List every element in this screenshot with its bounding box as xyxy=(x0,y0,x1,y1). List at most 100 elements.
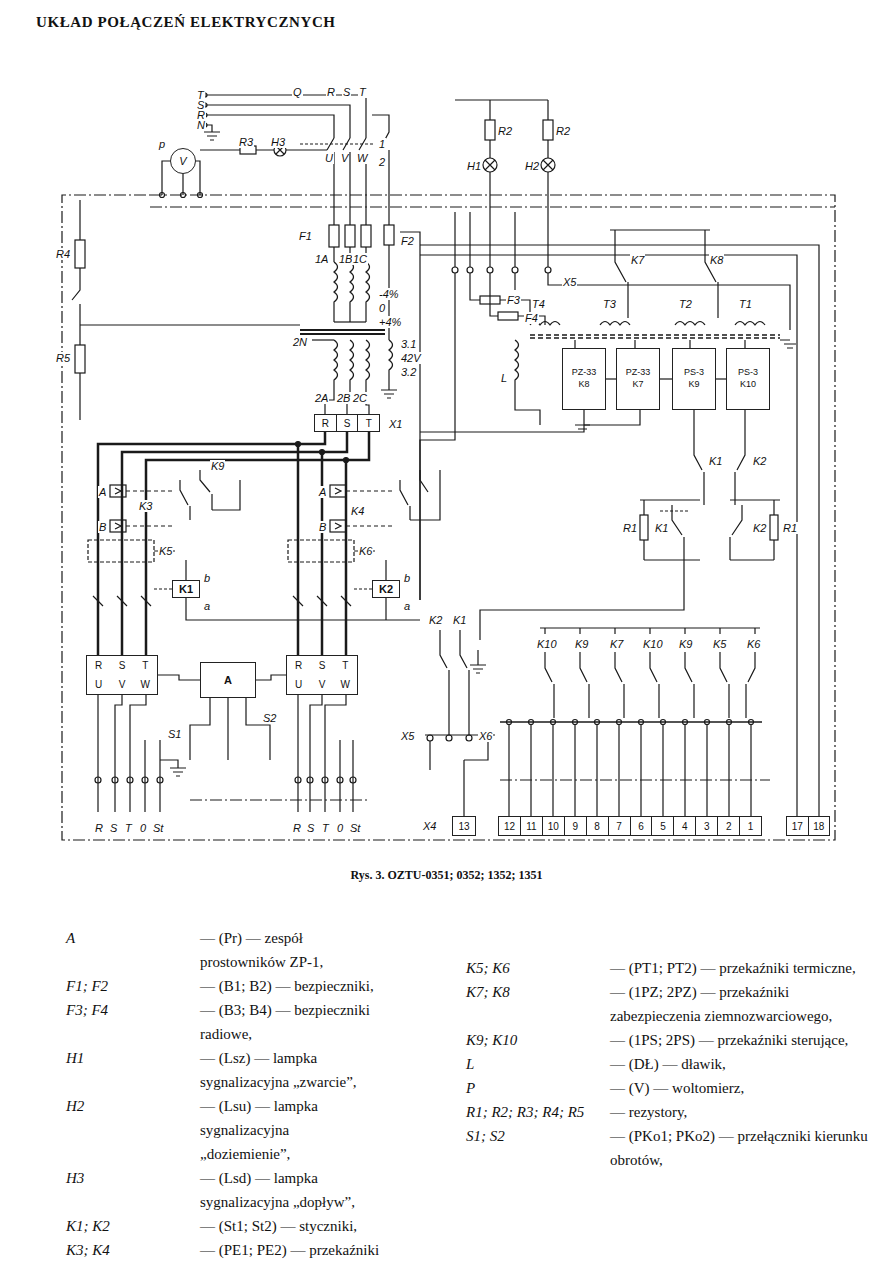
callout-label: F4 xyxy=(524,312,539,324)
table-row: L— (DŁ) — dławik, xyxy=(466,1052,886,1076)
description-cell: — (Lsu) — lampka sygnalizacyjna „doziemi… xyxy=(200,1094,380,1166)
designator-cell: K7; K8 xyxy=(466,980,610,1004)
table-row: H3— (Lsd) — lampka sygnalizacyjna „dopły… xyxy=(66,1166,386,1214)
node-text: T xyxy=(334,656,357,675)
callout-label: b xyxy=(203,572,211,584)
terminal-block: 1718 xyxy=(786,816,830,836)
description-cell: — (Lsd) — lampka sygnalizacyjna „dopływ”… xyxy=(200,1166,380,1214)
callout-label: L xyxy=(500,372,508,384)
node-text: 13 xyxy=(453,817,475,835)
callout-label: 3.1 xyxy=(400,338,417,350)
description-cell: — (B1; B2) — bezpieczniki, xyxy=(200,974,380,998)
node-text: W xyxy=(134,675,157,694)
terminal-block: RST xyxy=(314,414,380,432)
callout-label: F2 xyxy=(400,235,415,247)
callout-label: St xyxy=(152,822,164,834)
contactor-coil: K1 xyxy=(172,580,200,598)
node-text: 1 xyxy=(740,817,761,835)
node-text: V xyxy=(110,675,133,694)
callout-label: S xyxy=(109,822,118,834)
node-text: 11 xyxy=(521,817,543,835)
callout-label: 2C xyxy=(352,392,368,404)
callout-label: K10 xyxy=(536,638,558,650)
reversing-switch: RSTUVW xyxy=(286,655,358,695)
description-cell: — (V) — woltomierz, xyxy=(610,1076,882,1100)
node-text: R xyxy=(87,656,110,675)
terminal-strip: 121110987654321 xyxy=(498,816,762,836)
voltmeter-symbol: V xyxy=(170,148,196,174)
node-text: 12 xyxy=(499,817,521,835)
callout-label: K7 xyxy=(630,254,645,266)
connector-layer xyxy=(0,0,893,900)
node-text: 7 xyxy=(609,817,631,835)
callout-label: 42V xyxy=(400,352,422,364)
callout-label: U xyxy=(324,152,334,164)
callout-label: K9 xyxy=(678,638,693,650)
callout-label: S2 xyxy=(262,712,277,724)
node-text: T xyxy=(134,656,157,675)
table-row: K3; K4— (PE1; PE2) — przekaźniki elektro… xyxy=(66,1238,386,1263)
relay-box: PS-3K9 xyxy=(672,348,716,410)
description-cell: — (St1; St2) — styczniki, xyxy=(200,1214,380,1238)
callout-label: R1 xyxy=(782,522,798,534)
relay-box: PS-3K10 xyxy=(726,348,770,410)
designator-cell: H1 xyxy=(66,1046,200,1070)
node-text: K9 xyxy=(688,379,699,391)
callout-label: T1 xyxy=(738,298,753,310)
table-row: P— (V) — woltomierz, xyxy=(466,1076,886,1100)
designator-cell: F3; F4 xyxy=(66,998,200,1022)
callout-label: K1 xyxy=(708,455,723,467)
callout-label: b xyxy=(403,572,411,584)
designator-cell: F1; F2 xyxy=(66,974,200,998)
callout-label: 2A xyxy=(314,392,329,404)
callout-label: 0 xyxy=(378,302,386,314)
node-text: V xyxy=(310,675,333,694)
wire-connector xyxy=(606,378,616,379)
callout-label: K2 xyxy=(752,455,767,467)
callout-label: X5 xyxy=(562,276,577,288)
designator-cell: K5; K6 xyxy=(466,956,610,980)
callout-label: R xyxy=(326,86,336,98)
description-cell: — (PKo1; PKo2) — przełączniki kierunku o… xyxy=(610,1124,882,1172)
designator-cell: A xyxy=(66,926,200,950)
callout-label: A xyxy=(318,486,327,498)
callout-label: T4 xyxy=(531,298,546,310)
designator-cell: K9; K10 xyxy=(466,1028,610,1052)
callout-label: 2N xyxy=(292,336,308,348)
designator-cell: H2 xyxy=(66,1094,200,1118)
node-text: PS-3 xyxy=(684,367,704,379)
callout-label: K1 xyxy=(452,614,467,626)
node-text: K8 xyxy=(578,379,589,391)
callout-label: 1C xyxy=(352,253,368,265)
node-text: 18 xyxy=(809,817,830,835)
callout-label: T2 xyxy=(678,298,693,310)
legend-column: A— (Pr) — zespół prostowników ZP-1,F1; F… xyxy=(66,926,386,1263)
callout-label: 0 xyxy=(139,822,147,834)
callout-label: X1 xyxy=(388,418,403,430)
callout-label: 2 xyxy=(378,156,386,168)
node-text: PS-3 xyxy=(738,367,758,379)
callout-label: T xyxy=(358,86,367,98)
description-cell: — (DŁ) — dławik, xyxy=(610,1052,882,1076)
callout-label: 1A xyxy=(314,253,329,265)
description-cell: — (PE1; PE2) — przekaźniki elektromagnet… xyxy=(200,1238,380,1263)
node-text: 5 xyxy=(652,817,674,835)
node-text: R xyxy=(315,415,337,431)
callout-label: St xyxy=(349,822,361,834)
node-text: 17 xyxy=(787,817,809,835)
callout-label: 2B xyxy=(336,392,351,404)
description-cell: — (Pr) — zespół prostowników ZP-1, xyxy=(200,926,380,974)
wire-connector xyxy=(158,675,200,680)
callout-label: 1 xyxy=(378,138,386,150)
callout-label: X6 xyxy=(478,730,493,742)
callout-label: K6 xyxy=(746,638,761,650)
table-row: R1; R2; R3; R4; R5— rezystory, xyxy=(466,1100,886,1124)
callout-label: p xyxy=(158,138,166,150)
callout-label: K2 xyxy=(428,614,443,626)
node-text: U xyxy=(287,675,310,694)
node-text: 3 xyxy=(696,817,718,835)
description-cell: — (PT1; PT2) — przekaźniki termiczne, xyxy=(610,956,882,980)
callout-label: R xyxy=(292,822,302,834)
rectifier-box: A xyxy=(200,662,256,698)
callout-label: B xyxy=(98,521,107,533)
